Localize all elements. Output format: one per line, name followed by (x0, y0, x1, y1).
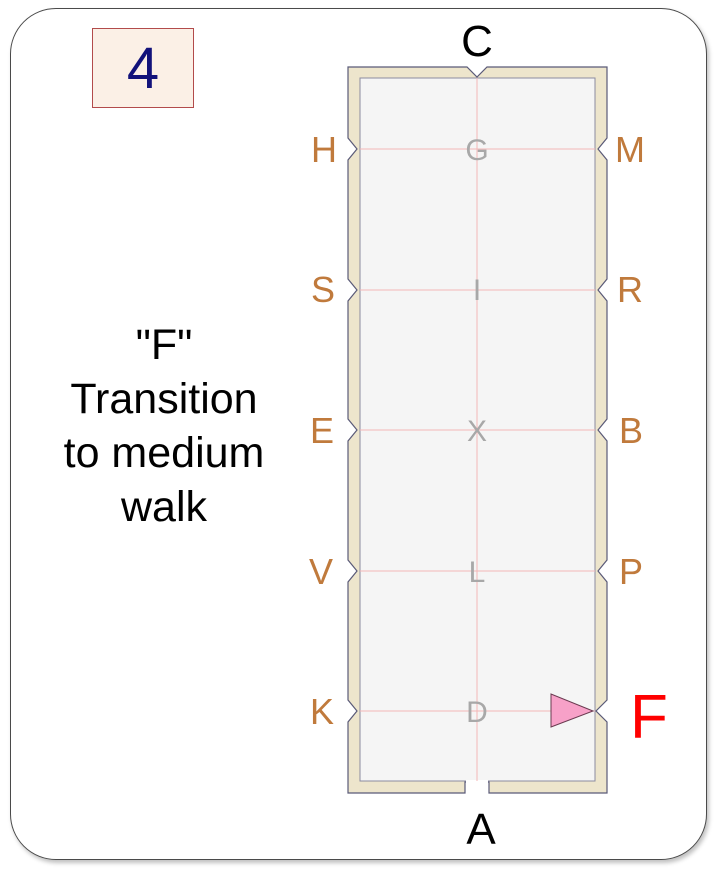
description-line-4: walk (120, 483, 208, 531)
marker-center-2: I (473, 274, 481, 307)
movement-description: "F" Transition to medium walk (40, 318, 288, 534)
marker-center-1: G (465, 134, 488, 167)
marker-left-1: H (311, 129, 337, 170)
marker-center-5: D (466, 696, 488, 729)
marker-right-2: R (617, 269, 643, 310)
center-markers: G I X L D (465, 134, 488, 729)
marker-left-4: V (309, 551, 333, 592)
marker-left-5: K (310, 691, 334, 732)
marker-center-4: L (469, 556, 486, 589)
marker-left-3: E (310, 410, 334, 451)
marker-left-2: S (311, 269, 335, 310)
marker-bottom: A (466, 805, 496, 854)
description-line-2: Transition (70, 375, 258, 423)
marker-right-3: B (619, 410, 643, 451)
description-line-1: "F" (135, 321, 193, 369)
marker-right-4: P (619, 551, 643, 592)
test-number-badge: 4 (92, 28, 194, 108)
marker-highlight: F (630, 683, 668, 752)
marker-top: C (461, 17, 493, 66)
description-line-3: to medium (63, 429, 265, 477)
marker-right-1: M (615, 129, 645, 170)
arena-entrance (466, 780, 488, 792)
rider-arrow-icon (550, 693, 595, 728)
right-markers: M R B P (615, 129, 645, 592)
test-number: 4 (126, 35, 160, 101)
left-markers: H S E V K (309, 129, 337, 732)
marker-center-3: X (467, 415, 487, 448)
